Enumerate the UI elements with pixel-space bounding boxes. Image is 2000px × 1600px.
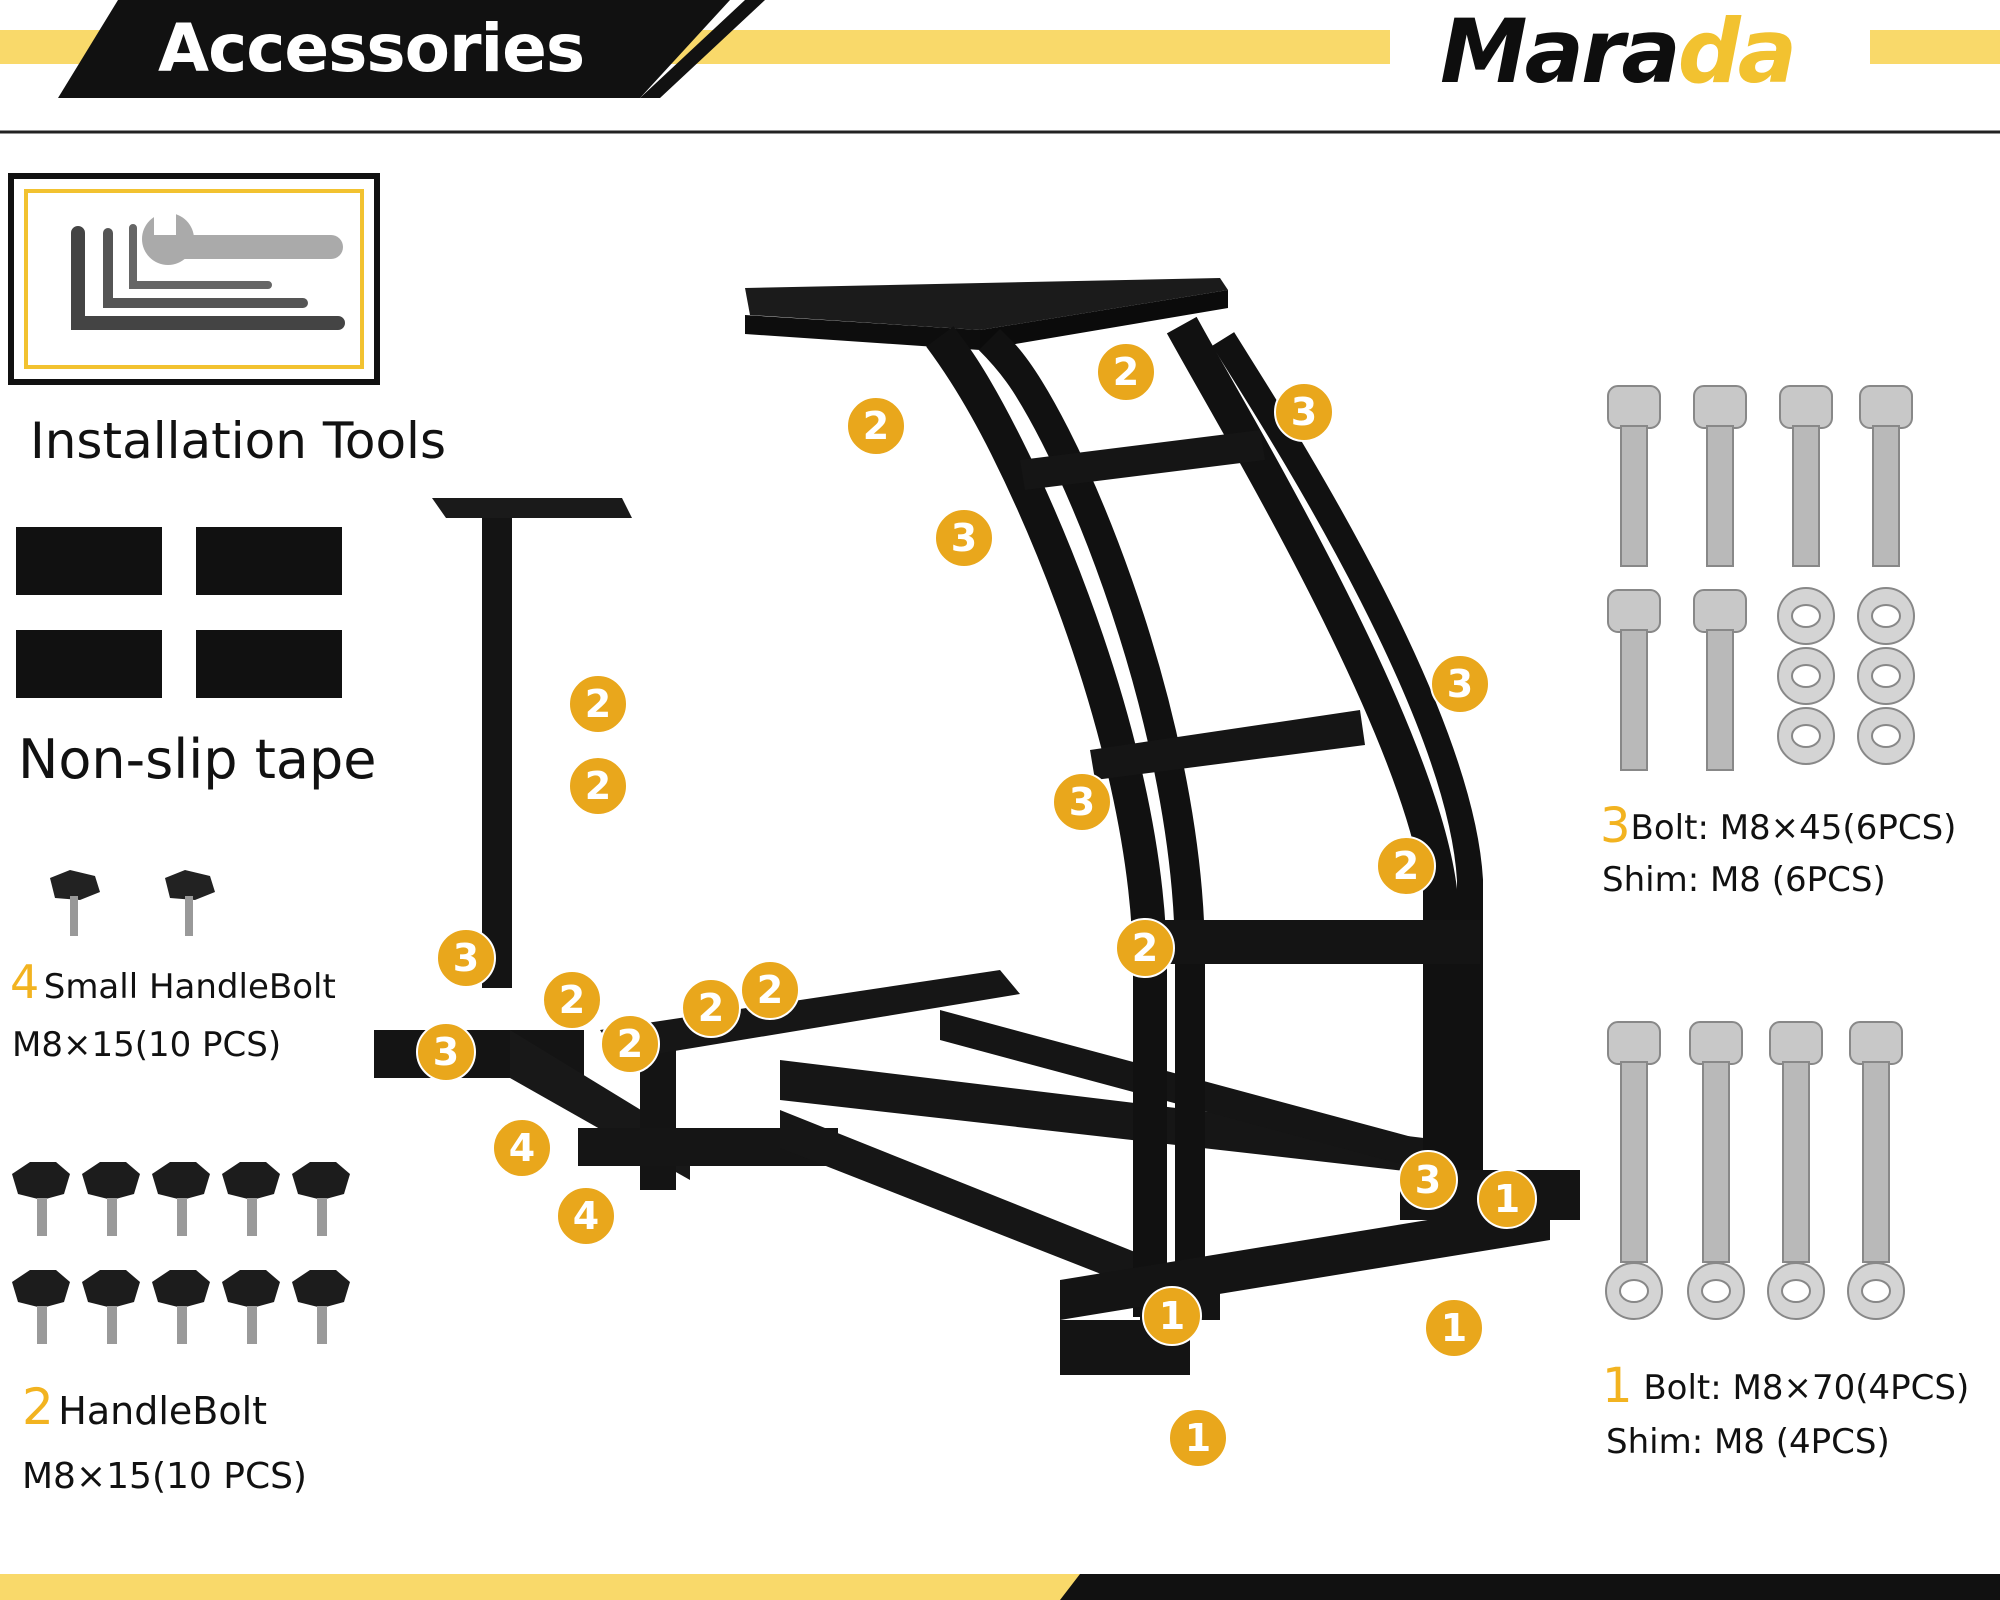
handle-bolt-icon [12,1162,350,1344]
part-badge: 1 [1168,1408,1228,1468]
part-badge: 1 [1142,1286,1202,1346]
part-badge: 1 [1424,1298,1484,1358]
bolt-m8x70-number: 1 [1602,1358,1633,1414]
part-badge: 2 [542,970,602,1030]
handle-bolt-label: HandleBolt [58,1389,268,1433]
handle-bolt-caption: 2 HandleBolt [22,1378,267,1436]
bolt-m8x45-icon [1607,385,1915,771]
part-badge: 2 [600,1014,660,1074]
bolt-m8x45-number: 3 [1600,798,1631,854]
non-slip-tape-pad [16,630,162,698]
part-badge: 2 [1376,836,1436,896]
part-badge: 3 [1430,654,1490,714]
bolt-m8x70-icon [1605,1021,1905,1320]
part-badge: 3 [416,1022,476,1082]
header-title: Accessories [158,10,585,87]
non-slip-tape-pad [196,630,342,698]
small-handle-bolt-label: Small HandleBolt [43,967,336,1007]
installation-tools-image [8,173,380,385]
part-badge: 2 [1096,342,1156,402]
small-handle-bolt-number: 4 [10,955,40,1009]
part-badge: 2 [568,674,628,734]
part-badge: 3 [1274,382,1334,442]
part-badge: 2 [740,960,800,1020]
part-badge: 3 [436,928,496,988]
bolt-m8x45-spec: 3Bolt: M8×45(6PCS) [1600,798,1956,854]
footer-banner [0,1574,2000,1600]
part-badge: 4 [492,1118,552,1178]
part-badge: 2 [681,978,741,1038]
shim-m8-4pcs-spec: Shim: M8 (4PCS) [1606,1422,1890,1462]
header-banner [0,0,2000,134]
small-handle-bolt-caption: 4 Small HandleBolt [10,955,336,1009]
non-slip-tape-label: Non-slip tape [18,728,377,791]
part-badge: 3 [1398,1150,1458,1210]
non-slip-tape-pad [16,527,162,595]
wheel-stand-illustration [374,278,1580,1375]
shim-m8-6pcs-spec: Shim: M8 (6PCS) [1602,860,1886,900]
part-badge: 3 [1052,772,1112,832]
bolt-m8x70-spec: 1 Bolt: M8×70(4PCS) [1602,1358,1969,1414]
brand-logo-part2: da [1677,0,1797,103]
part-badge: 4 [556,1186,616,1246]
brand-logo-part1: Mara [1440,0,1681,103]
handle-bolt-number: 2 [22,1378,54,1436]
bolt-m8x70-label: Bolt: M8×70(4PCS) [1632,1368,1970,1408]
part-badge: 3 [934,508,994,568]
non-slip-tape-pad [196,527,342,595]
small-handle-bolt-spec: M8×15(10 PCS) [12,1025,282,1065]
part-badge: 2 [568,756,628,816]
installation-tools-label: Installation Tools [30,412,446,470]
part-badge: 1 [1477,1169,1537,1229]
wrench-icon [71,213,345,330]
brand-logo: Marada [1440,8,1797,96]
part-badge: 2 [846,396,906,456]
bolt-m8x45-label: Bolt: M8×45(6PCS) [1630,808,1957,848]
part-badge: 2 [1115,918,1175,978]
small-handle-bolt-icon [50,870,215,936]
handle-bolt-spec: M8×15(10 PCS) [22,1456,307,1497]
